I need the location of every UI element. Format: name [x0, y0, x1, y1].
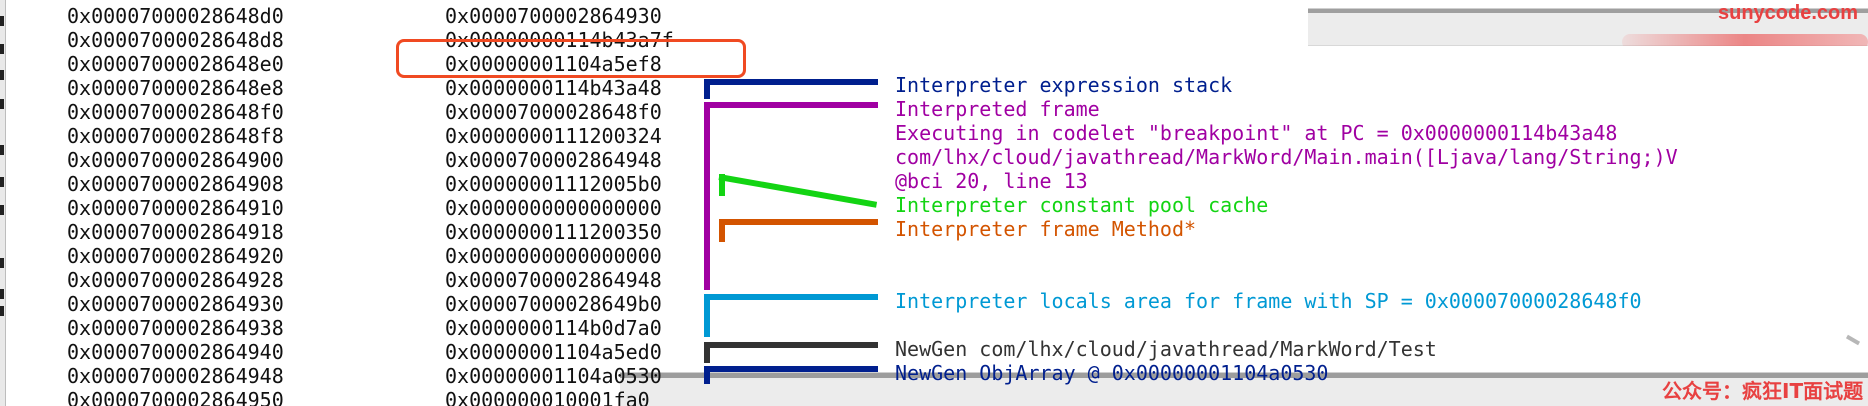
row-address-17: 0x0000700002864950 — [67, 388, 284, 406]
row-address-8: 0x0000700002864908 — [67, 172, 284, 196]
row-value-13: 0x00007000028649b0 — [445, 292, 662, 316]
row-address-1: 0x00007000028648d0 — [67, 4, 284, 28]
row-address-4: 0x00007000028648e8 — [67, 76, 284, 100]
row-value-5: 0x00007000028648f0 — [445, 100, 662, 124]
row-address-14: 0x0000700002864938 — [67, 316, 284, 340]
locals-area-bracket — [704, 294, 878, 337]
row-value-16: 0x00000001104a0530 — [445, 364, 662, 388]
top-overlay-band — [1308, 8, 1868, 46]
annotation-newgen-objarray: NewGen ObjArray @ 0x00000001104a0530 — [895, 361, 1329, 385]
row-value-9: 0x0000000000000000 — [445, 196, 662, 220]
top-red-overlay — [1622, 26, 1868, 46]
row-address-5: 0x00007000028648f0 — [67, 100, 284, 124]
row-value-4: 0x0000000114b43a48 — [445, 76, 662, 100]
annotation-newgen-test: NewGen com/lhx/cloud/javathread/MarkWord… — [895, 337, 1437, 361]
row-address-12: 0x0000700002864928 — [67, 268, 284, 292]
expression-stack-bracket — [704, 79, 878, 99]
annotation-constant-pool: Interpreter constant pool cache — [895, 193, 1269, 217]
row-value-17: 0x000000010001fa0 — [445, 388, 650, 406]
highlighted-memory-value-box — [396, 39, 746, 78]
row-address-11: 0x0000700002864920 — [67, 244, 284, 268]
bottom-overlay-band — [620, 372, 1868, 406]
row-address-3: 0x00007000028648e0 — [67, 52, 284, 76]
row-value-15: 0x00000001104a5ed0 — [445, 340, 662, 364]
row-value-7: 0x0000700002864948 — [445, 148, 662, 172]
row-address-13: 0x0000700002864930 — [67, 292, 284, 316]
row-value-11: 0x0000000000000000 — [445, 244, 662, 268]
newgen-objarray-bracket — [704, 366, 878, 384]
row-value-8: 0x00000001112005b0 — [445, 172, 662, 196]
newgen-object-bracket — [704, 342, 878, 363]
watermark-top: sunycode.com — [1718, 2, 1859, 24]
row-address-10: 0x0000700002864918 — [67, 220, 284, 244]
row-value-3: 0x00000001104a5ef8 — [445, 52, 662, 76]
row-address-16: 0x0000700002864948 — [67, 364, 284, 388]
row-value-14: 0x0000000114b0d7a0 — [445, 316, 662, 340]
watermark-bottom: 公众号：疯狂IT面试题 — [1662, 379, 1864, 403]
annotation-interpreted-frame: Interpreted frame — [895, 97, 1100, 121]
frame-method-bracket — [719, 219, 878, 242]
row-address-2: 0x00007000028648d8 — [67, 28, 284, 52]
row-address-15: 0x0000700002864940 — [67, 340, 284, 364]
annotation-locals-area: Interpreter locals area for frame with S… — [895, 289, 1642, 313]
row-address-7: 0x0000700002864900 — [67, 148, 284, 172]
annotation-frame-method: Interpreter frame Method* — [895, 217, 1197, 241]
interpreted-frame-bracket — [704, 102, 878, 290]
row-value-6: 0x0000000111200324 — [445, 124, 662, 148]
annotation-bytecode-line: @bci 20, line 13 — [895, 169, 1088, 193]
annotation-method-signature: com/lhx/cloud/javathread/MarkWord/Main.m… — [895, 145, 1678, 169]
overlay-tick-mark — [1845, 334, 1861, 346]
window-left-edge — [0, 0, 6, 406]
row-address-9: 0x0000700002864910 — [67, 196, 284, 220]
row-value-1: 0x0000700002864930 — [445, 4, 662, 28]
row-value-10: 0x0000000111200350 — [445, 220, 662, 244]
annotation-breakpoint: Executing in codelet "breakpoint" at PC … — [895, 121, 1618, 145]
row-value-12: 0x0000700002864948 — [445, 268, 662, 292]
constant-pool-vertical-marker — [719, 174, 725, 196]
annotation-expression-stack: Interpreter expression stack — [895, 73, 1233, 97]
row-address-6: 0x00007000028648f8 — [67, 124, 284, 148]
